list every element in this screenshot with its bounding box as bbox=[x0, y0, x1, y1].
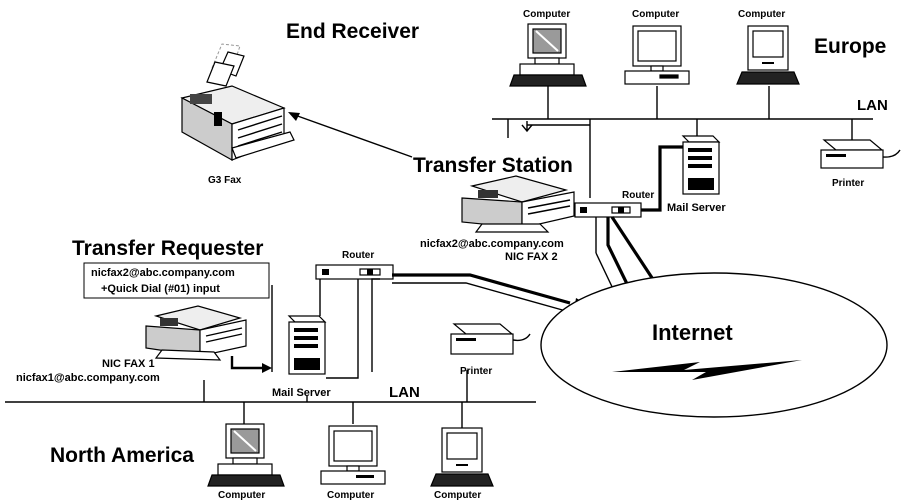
computer-mac-icon bbox=[430, 427, 494, 487]
nic-fax-1-email: nicfax1@abc.company.com bbox=[16, 372, 160, 384]
forward-arrow bbox=[288, 112, 413, 158]
europe-printer: Printer bbox=[820, 139, 901, 189]
fax-machine-icon bbox=[461, 175, 575, 233]
requester-router: Router bbox=[315, 250, 394, 280]
end-receiver-title: End Receiver bbox=[286, 20, 419, 43]
north-america-printer-label: Printer bbox=[460, 366, 492, 377]
g3-fax-label: G3 Fax bbox=[208, 175, 242, 186]
computer-crt-icon bbox=[207, 423, 285, 487]
europe-router-label: Router bbox=[622, 190, 654, 201]
transfer-station-title: Transfer Station bbox=[413, 154, 573, 177]
europe-lan-label: LAN bbox=[857, 97, 888, 114]
north-america-computer-2: Computer bbox=[320, 425, 386, 501]
internet-cloud: Internet bbox=[540, 272, 888, 418]
europe-computer-3: Computer bbox=[736, 9, 800, 85]
north-america-computer-1: Computer bbox=[207, 423, 285, 501]
north-america-lan: LAN bbox=[5, 370, 536, 428]
computer-desktop-icon bbox=[624, 25, 690, 85]
router-internet-link bbox=[606, 217, 632, 291]
computer-mac-icon bbox=[736, 25, 800, 85]
north-america-computer-3: Computer bbox=[430, 427, 494, 501]
north-america-title: North America bbox=[50, 444, 194, 467]
requester-input-line1: nicfax2@abc.company.com bbox=[91, 267, 235, 279]
europe-title: Europe bbox=[814, 35, 886, 58]
europe-mail-server-label: Mail Server bbox=[667, 202, 726, 214]
mail-server-icon bbox=[287, 315, 327, 375]
north-america-lan-label: LAN bbox=[389, 384, 420, 401]
fax-machine-icon bbox=[180, 43, 295, 162]
north-america-computer-2-label: Computer bbox=[327, 490, 374, 501]
requester-mail-server-label: Mail Server bbox=[272, 387, 331, 399]
europe-lan: LAN bbox=[492, 86, 888, 198]
internet-label: Internet bbox=[652, 320, 733, 345]
computer-desktop-icon bbox=[320, 425, 386, 485]
nic-fax-1: NIC FAX 1 nicfax1@abc.company.com bbox=[16, 305, 247, 384]
send-arrow bbox=[230, 356, 272, 373]
computer-crt-icon bbox=[509, 23, 587, 87]
printer-icon bbox=[820, 139, 901, 169]
europe-computer-1-label: Computer bbox=[523, 9, 570, 20]
requester-router-label: Router bbox=[342, 250, 374, 261]
lightning-bolt-icon bbox=[612, 360, 802, 380]
europe-printer-label: Printer bbox=[832, 178, 864, 189]
nic-fax-2-email: nicfax2@abc.company.com bbox=[420, 238, 564, 250]
mail-server-icon bbox=[681, 135, 721, 195]
europe-router: Router bbox=[574, 190, 654, 218]
nic-fax-2-name: NIC FAX 2 bbox=[505, 251, 558, 263]
north-america-printer: Printer bbox=[450, 323, 531, 377]
fax-machine-icon bbox=[145, 305, 247, 361]
europe-computer-1: Computer bbox=[509, 9, 587, 87]
europe-computer-2: Computer bbox=[624, 9, 690, 85]
transfer-requester-title: Transfer Requester bbox=[72, 237, 263, 260]
north-america-computer-3-label: Computer bbox=[434, 490, 481, 501]
north-america-computer-1-label: Computer bbox=[218, 490, 265, 501]
nic-fax-2: nicfax2@abc.company.com NIC FAX 2 bbox=[420, 175, 575, 263]
europe-computer-3-label: Computer bbox=[738, 9, 785, 20]
g3-fax: G3 Fax bbox=[180, 43, 295, 186]
router-icon bbox=[574, 202, 642, 218]
requester-router-internet-link bbox=[392, 273, 571, 305]
nic-fax-1-name: NIC FAX 1 bbox=[102, 358, 155, 370]
requester-input-box: nicfax2@abc.company.com +Quick Dial (#01… bbox=[83, 262, 270, 299]
europe-mail-server: Mail Server bbox=[667, 135, 726, 214]
requester-input-line2: +Quick Dial (#01) input bbox=[101, 283, 220, 295]
router-mailserver-link bbox=[641, 145, 683, 212]
europe-computer-2-label: Computer bbox=[632, 9, 679, 20]
requester-mail-server: Mail Server bbox=[272, 315, 331, 399]
printer-icon bbox=[450, 323, 531, 355]
router-icon bbox=[315, 264, 394, 280]
